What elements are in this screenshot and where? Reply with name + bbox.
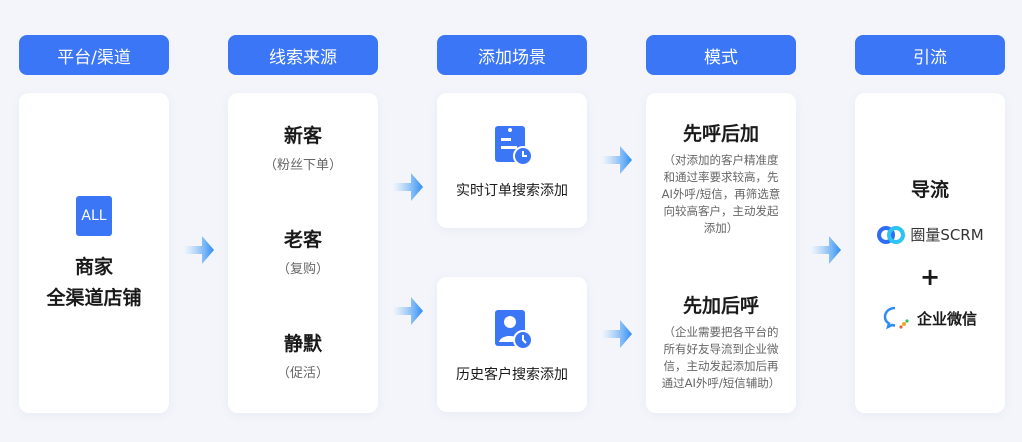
source-title: 老客 (283, 229, 322, 251)
mode-title: 先呼后加 (682, 123, 759, 145)
scrm-logo-icon (877, 225, 906, 244)
source-note: （复购） (276, 262, 329, 277)
arrow-right-icon (602, 320, 632, 348)
scene-label: 实时订单搜索添加 (456, 182, 568, 199)
header-scene: 添加场景 (437, 35, 587, 75)
source-card: 新客 （粉丝下单） 老客 （复购） 静默 （促活） (228, 93, 378, 413)
platform-line1: 商家 (74, 256, 113, 278)
platform-line2: 全渠道店铺 (46, 287, 142, 309)
source-title: 新客 (283, 125, 322, 147)
traffic-title: 导流 (910, 179, 949, 201)
clipboard-clock-icon (495, 125, 533, 166)
source-note: （粉丝下单） (263, 158, 342, 173)
source-note: （促活） (276, 366, 329, 381)
wecom-logo-icon (883, 306, 909, 330)
arrow-right-icon (393, 297, 423, 325)
header-source: 线索来源 (228, 35, 378, 75)
all-badge-icon: ALL (76, 196, 112, 236)
arrow-right-icon (602, 146, 632, 174)
wecom-logo: 企业微信 (883, 305, 977, 331)
arrow-right-icon (184, 236, 214, 264)
platform-card: ALL 商家 全渠道店铺 (19, 93, 169, 413)
scene-card: 实时订单搜索添加 (437, 93, 587, 228)
mode-desc: （企业需要把各平台的所有好友导流到企业微信，主动发起添加后再通过AI外呼/短信辅… (661, 325, 781, 390)
scene-card: 历史客户搜索添加 (437, 277, 587, 412)
plus-sign: + (919, 263, 941, 291)
mode-desc: （对添加的客户精准度和通过率要求较高，先AI外呼/短信，再筛选意向较高客户，主动… (661, 153, 781, 235)
header-traffic: 引流 (855, 35, 1005, 75)
mode-card: 先呼后加 （对添加的客户精准度和通过率要求较高，先AI外呼/短信，再筛选意向较高客… (646, 93, 796, 413)
contact-history-icon (495, 309, 533, 350)
source-title: 静默 (283, 333, 322, 355)
header-mode: 模式 (646, 35, 796, 75)
arrow-right-icon (811, 236, 841, 264)
mode-title: 先加后呼 (682, 295, 759, 317)
traffic-card: 导流 圈量SCRM + 企业微信 (855, 93, 1005, 413)
scrm-logo: 圈量SCRM (876, 224, 984, 245)
arrow-right-icon (393, 173, 423, 201)
header-platform: 平台/渠道 (19, 35, 169, 75)
scene-label: 历史客户搜索添加 (456, 366, 568, 383)
